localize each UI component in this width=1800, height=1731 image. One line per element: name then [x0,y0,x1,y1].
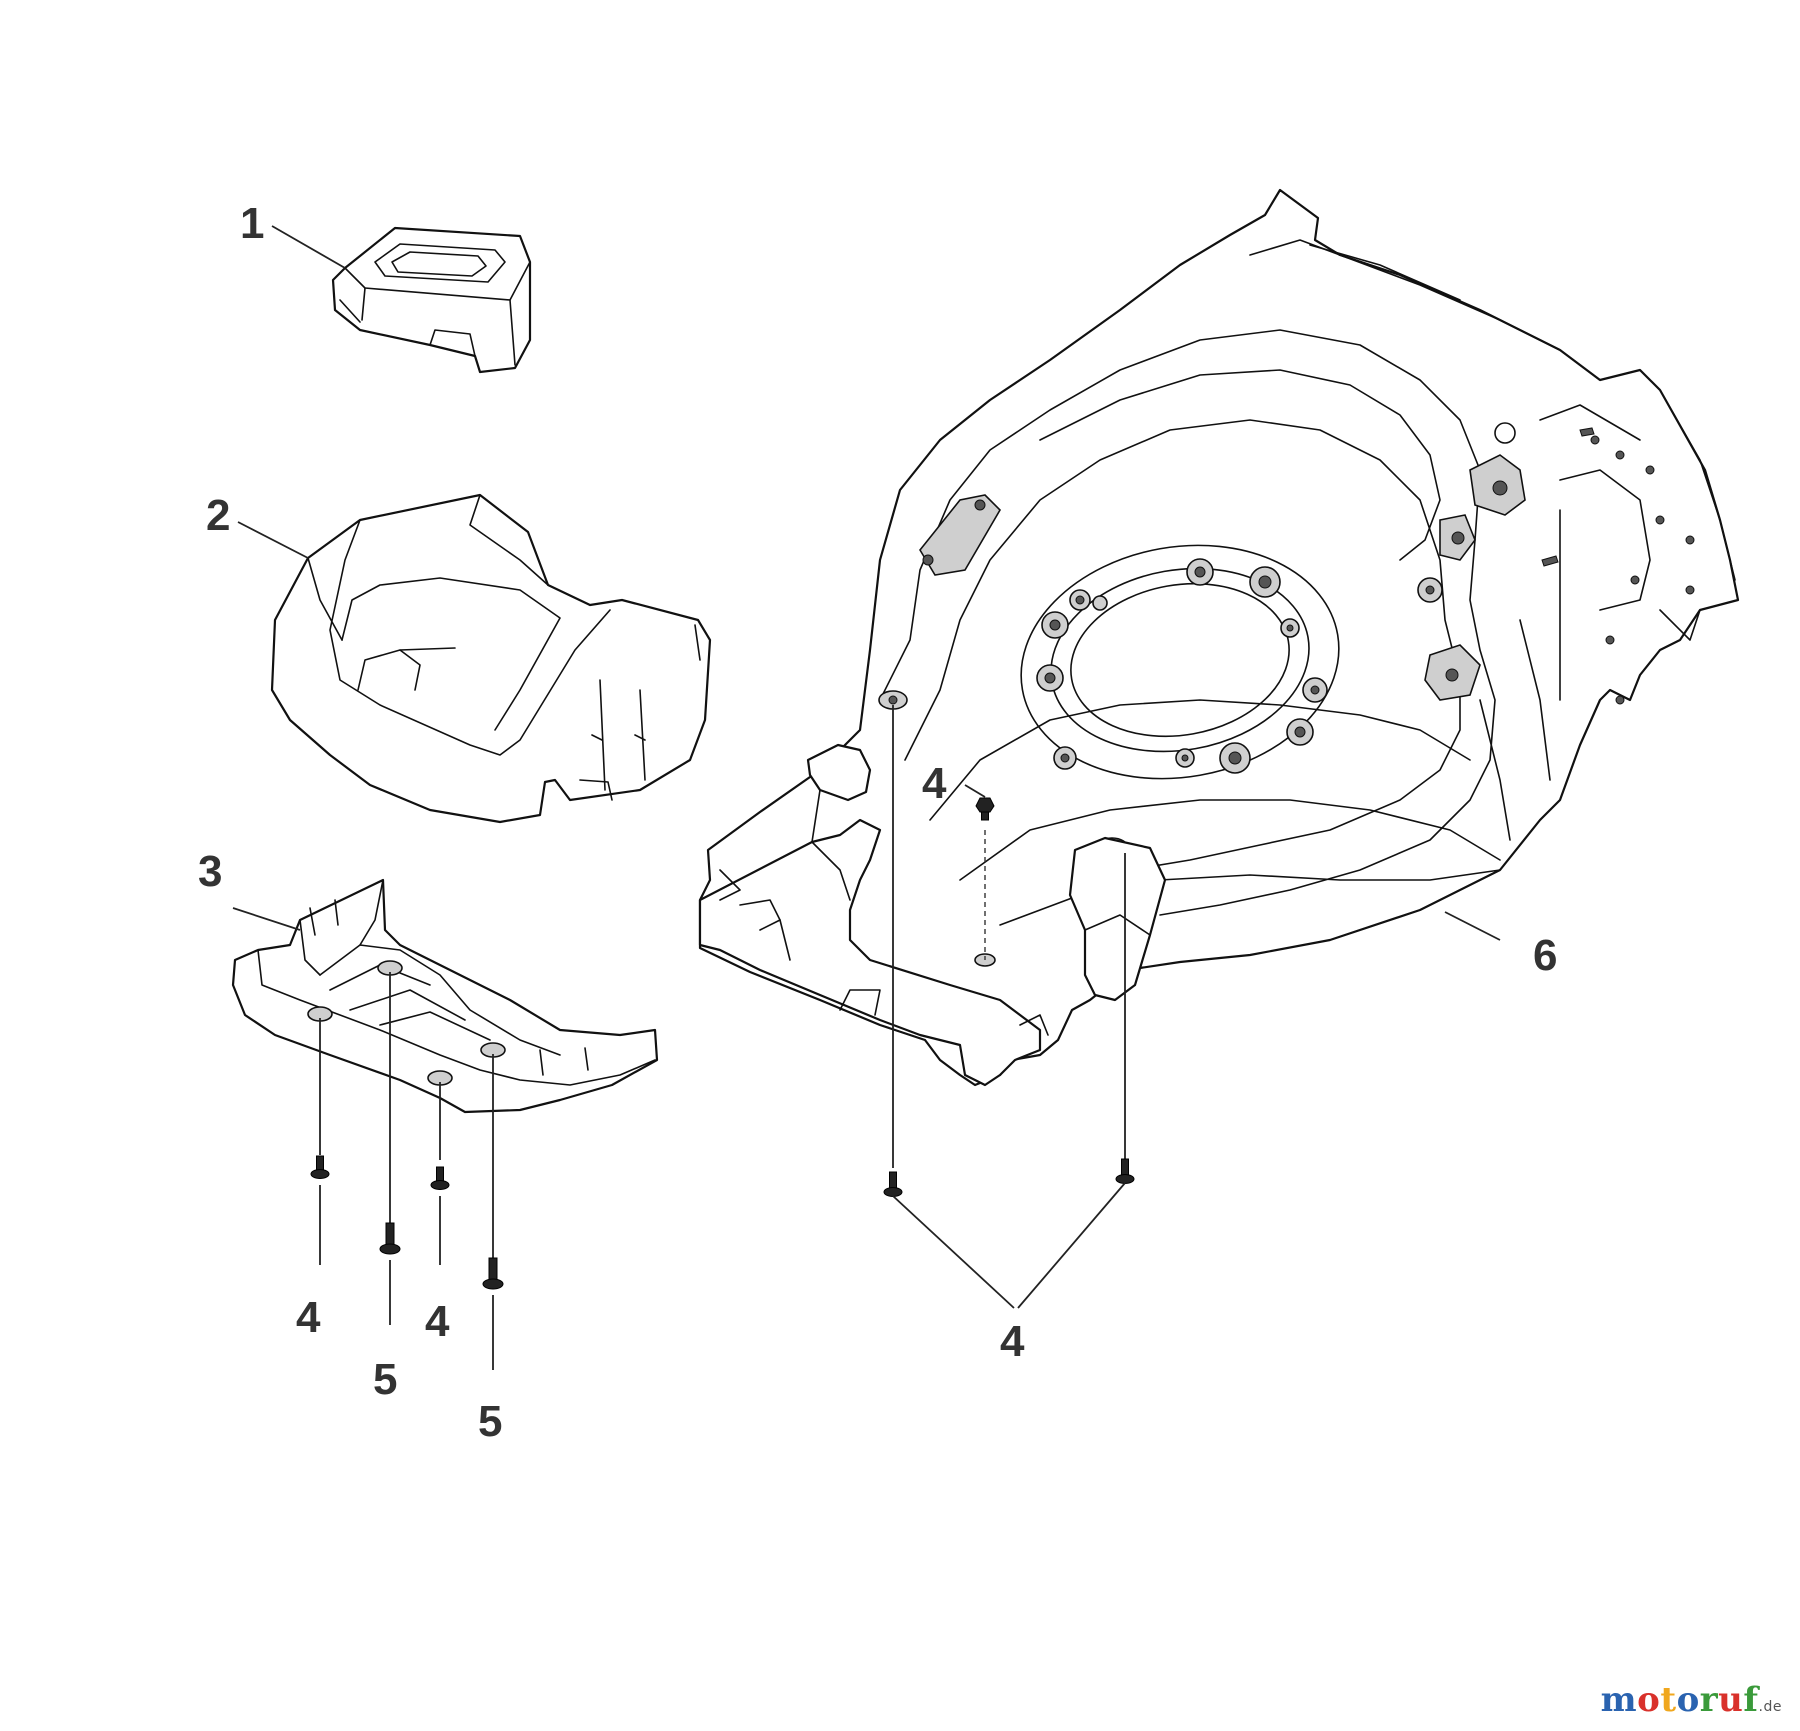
watermark-tld: .de [1758,1699,1782,1715]
watermark-letter: m [1600,1680,1638,1720]
part-3-lower-cover [231,878,659,1114]
callout-5-left-b: 5 [478,1397,502,1446]
callout-4-left-a: 4 [296,1293,321,1342]
watermark-letter: o [1637,1680,1661,1720]
screw-4-deck-top [975,797,995,821]
screw-4-left-b [430,1166,450,1190]
screws-part-3 [310,972,504,1370]
screw-4-deck-left [883,1171,903,1197]
part-1-handle-cover [331,226,532,374]
watermark-letter: r [1699,1680,1719,1720]
callout-1: 1 [240,199,264,248]
watermark-logo: motoruf.de [1601,1680,1782,1720]
watermark-letter: t [1660,1680,1677,1720]
part-2-front-cover [270,493,712,824]
watermark-letter: o [1676,1680,1700,1720]
callout-6: 6 [1533,931,1557,980]
callout-4-left-b: 4 [425,1297,450,1346]
callout-2: 2 [206,491,230,540]
screw-5-left-b [482,1257,504,1290]
callout-5-left-a: 5 [373,1355,397,1404]
callouts: 1 2 3 4 4 5 5 4 6 4 [198,199,1557,1446]
screw-4-left-a [310,1155,330,1179]
callout-4-deck-bottom: 4 [1000,1317,1025,1366]
part-6-mower-deck [698,188,1740,1087]
callout-3: 3 [198,847,222,896]
watermark-letter: f [1743,1680,1759,1720]
screws-part-6 [883,705,1135,1309]
screw-4-deck-right [1115,1158,1135,1184]
screw-5-left-a [379,1222,401,1255]
watermark-letter: u [1718,1680,1744,1720]
callout-leaders [232,225,1501,941]
callout-4-deck-top: 4 [922,759,947,808]
